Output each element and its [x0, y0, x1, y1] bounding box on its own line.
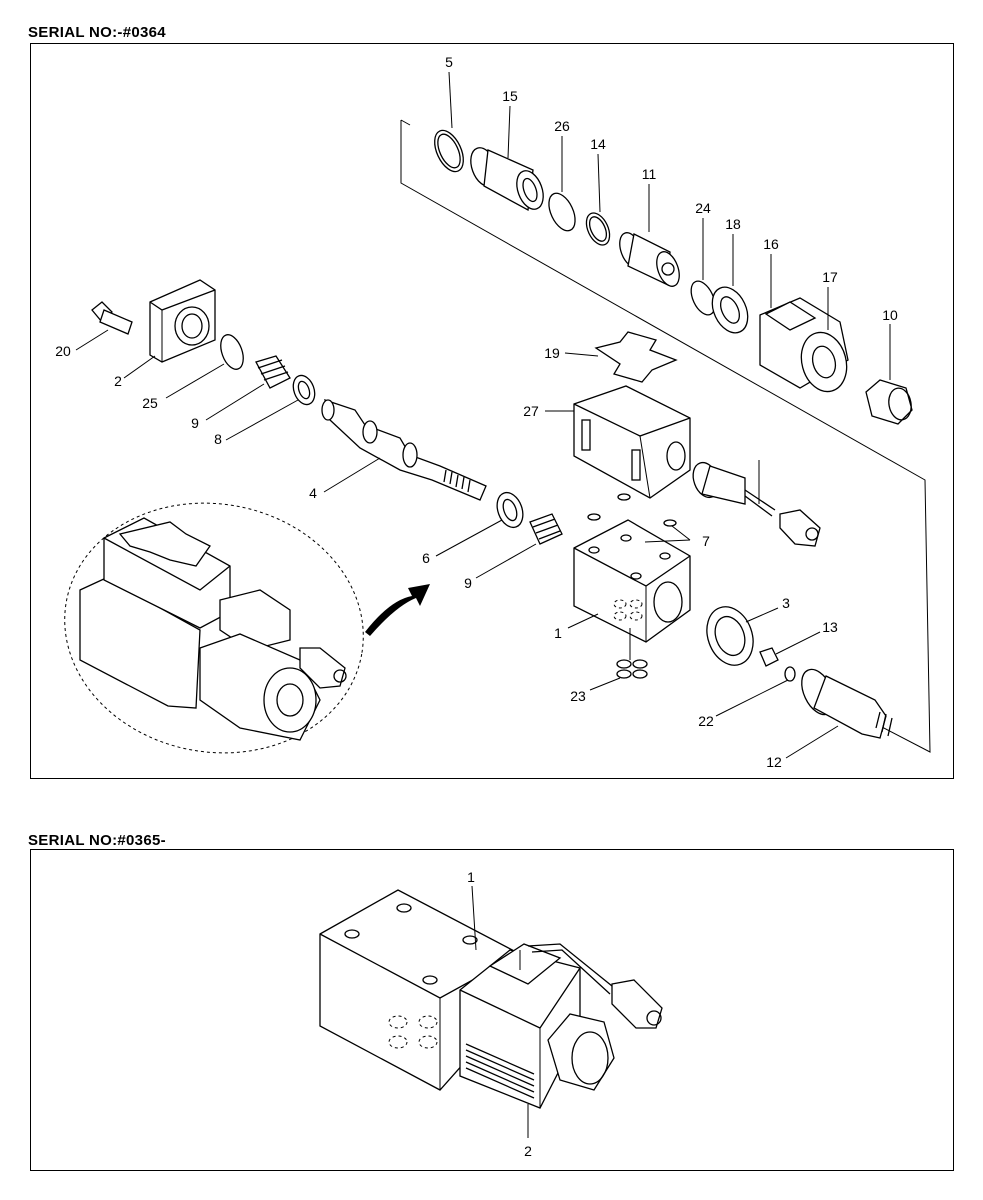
- part-spring-seat: [292, 374, 316, 406]
- callout-9-left: 9: [191, 415, 199, 431]
- part-end-cover: [149, 279, 216, 363]
- callout-labels-bottom: 1 2: [467, 869, 532, 1159]
- callout-17: 17: [822, 269, 838, 285]
- part-o-ring-cover: [220, 334, 244, 370]
- inset-assembly-view: [64, 502, 364, 754]
- callout-8: 8: [214, 431, 222, 447]
- part-bolt: [91, 301, 133, 335]
- callout-25: 26: [554, 118, 570, 134]
- part-plunger: [619, 232, 680, 287]
- callout-1-assembled: 1: [467, 869, 475, 885]
- callout-2: 2: [114, 373, 122, 389]
- callout-labels-top: 5 15 26 14 11 24 18 16 17 10 19 27 20 2 …: [55, 54, 898, 770]
- callout-13: 13: [822, 619, 838, 635]
- part-cover-block: [573, 385, 691, 499]
- part-o-ring-tiny: [784, 666, 796, 682]
- part-o-ring-large: [548, 192, 576, 232]
- callout-7: 7: [702, 533, 710, 549]
- callout-22: 23: [570, 688, 586, 704]
- callout-23: 24: [695, 200, 711, 216]
- part-spool: [321, 399, 487, 501]
- callout-20: 20: [55, 343, 71, 359]
- callout-21: 22: [698, 713, 714, 729]
- part-plunger-tube: [801, 668, 893, 739]
- callout-5: 5: [445, 54, 453, 70]
- callout-15: 15: [502, 88, 518, 104]
- part-tube: [470, 147, 544, 212]
- exploded-view-frame: [30, 43, 954, 779]
- part-lock-nut: [706, 606, 754, 666]
- callout-1: 1: [554, 625, 562, 641]
- part-coil: [759, 297, 849, 393]
- part-snap-ring: [434, 129, 464, 173]
- part-ring: [585, 212, 611, 246]
- part-pin: [759, 647, 779, 667]
- assembly-arrow-icon: [365, 584, 430, 636]
- callout-16: 16: [763, 236, 779, 252]
- part-manual-override: [692, 461, 821, 547]
- assembled-view-frame: [30, 849, 954, 1171]
- part-o-ring-small: [690, 280, 716, 316]
- callout-9-right: 9: [464, 575, 472, 591]
- callout-leaders-bottom: [471, 885, 529, 1138]
- callout-leaders: [75, 71, 891, 759]
- callout-4: 4: [309, 485, 317, 501]
- subassembly-outline: [400, 119, 931, 753]
- callout-18: 18: [725, 216, 741, 232]
- part-washer: [711, 286, 749, 334]
- callout-3: 3: [782, 595, 790, 611]
- part-spring-left: [255, 355, 291, 389]
- part-knurled-nut: [865, 379, 913, 425]
- callout-19: 19: [544, 345, 560, 361]
- part-spacer-ring: [496, 491, 524, 529]
- part-gasket: [594, 331, 678, 383]
- callout-6: 6: [422, 550, 430, 566]
- callout-2-assembled: 2: [524, 1143, 532, 1159]
- part-valve-body: [573, 519, 691, 643]
- part-spring-right: [529, 513, 563, 545]
- part-port-o-rings: [616, 659, 648, 679]
- callout-26: 27: [523, 403, 539, 419]
- callout-14: 14: [590, 136, 606, 152]
- assembled-valve: [319, 889, 663, 1109]
- serial-number-label-late: SERIAL NO:#0365-: [28, 832, 166, 849]
- callout-11: 11: [642, 166, 657, 182]
- serial-number-label-early: SERIAL NO:-#0364: [28, 24, 166, 41]
- callout-10: 10: [882, 307, 898, 323]
- callout-12: 12: [766, 754, 782, 770]
- callout-24: 25: [142, 395, 158, 411]
